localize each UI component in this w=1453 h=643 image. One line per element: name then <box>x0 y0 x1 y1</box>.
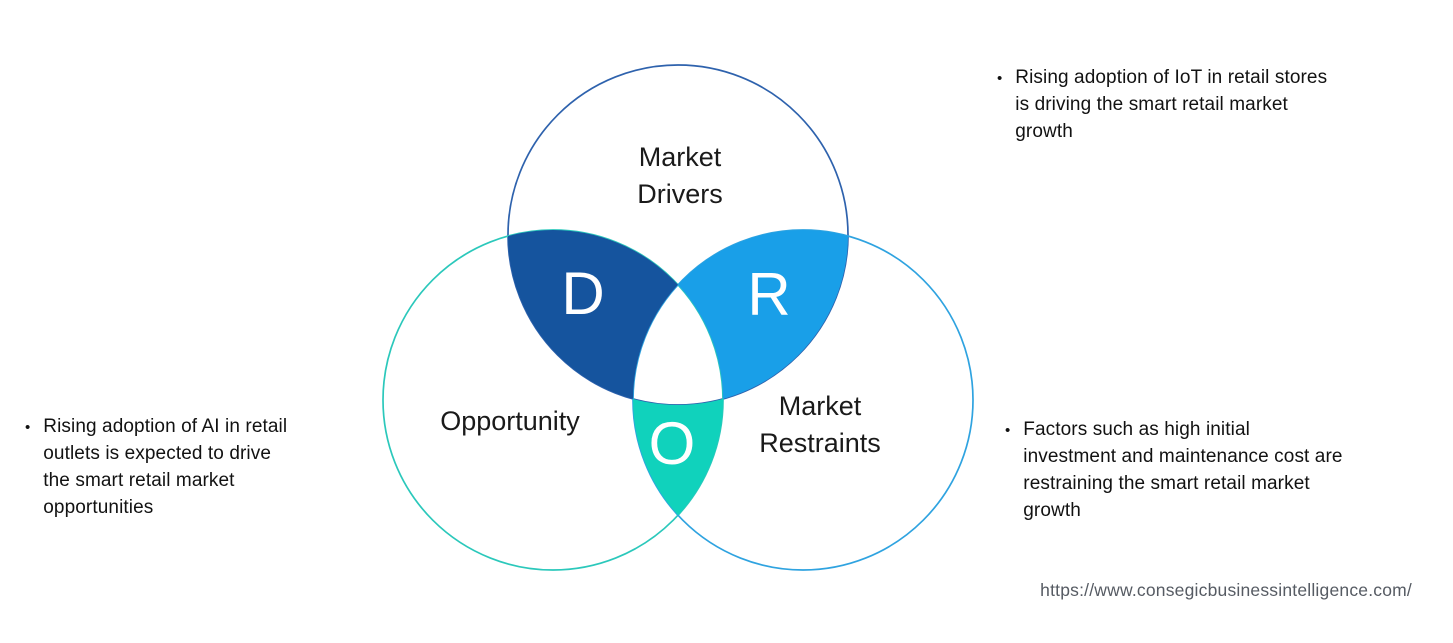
opportunity-label: Opportunity <box>440 406 580 436</box>
market-restraints-label: Market Restraints <box>759 391 881 458</box>
o-intersection-region <box>383 230 723 570</box>
source-url: https://www.consegicbusinessintelligence… <box>1040 580 1412 600</box>
opportunity-bullet: • Rising adoption of AI in retail outlet… <box>25 413 287 521</box>
bullet-dot-icon: • <box>997 70 1003 87</box>
opportunity-bullet-text: Rising adoption of AI in retail outlets … <box>43 416 288 518</box>
o-letter: O <box>648 410 696 477</box>
d-letter: D <box>561 260 605 327</box>
drivers-bullet-text: Rising adoption of IoT in retail stores … <box>1015 67 1328 142</box>
bullet-dot-icon: • <box>1005 422 1011 439</box>
drivers-bullet: • Rising adoption of IoT in retail store… <box>997 64 1327 145</box>
bullet-dot-icon: • <box>25 419 31 436</box>
restraints-bullet-text: Factors such as high initial investment … <box>1023 419 1343 521</box>
restraints-bullet: • Factors such as high initial investmen… <box>1005 416 1343 524</box>
r-intersection-region <box>633 230 973 570</box>
market-drivers-label: Market Drivers <box>637 142 723 209</box>
r-letter: R <box>747 261 791 328</box>
